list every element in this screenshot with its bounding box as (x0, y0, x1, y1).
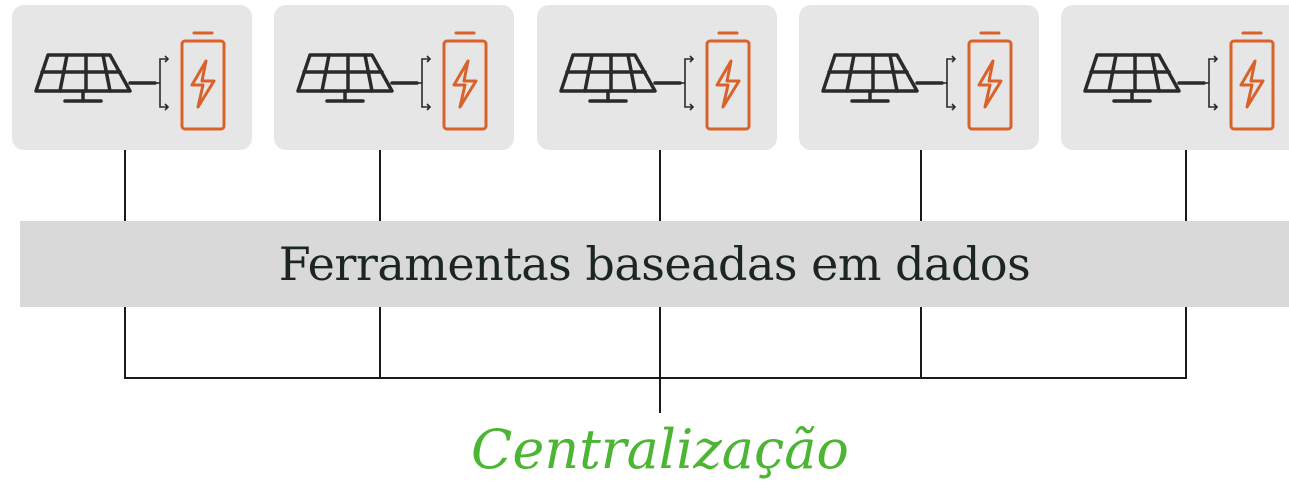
solar-panel-icon (296, 53, 419, 103)
unit-card-5 (1061, 5, 1289, 150)
battery-link-bracket (680, 55, 695, 111)
battery-link-bracket (942, 55, 957, 111)
centralization-label: Centralização (471, 418, 849, 481)
battery-bolt-icon (1229, 31, 1275, 131)
solar-panel-icon (34, 53, 157, 103)
unit-card-4 (799, 5, 1039, 150)
solar-panel-icon (821, 53, 944, 103)
battery-bolt-icon (442, 31, 488, 131)
unit-card-3 (537, 5, 777, 150)
battery-link-bracket (417, 55, 432, 111)
battery-bolt-icon (967, 31, 1013, 131)
battery-bolt-icon (180, 31, 226, 131)
unit-card-1 (12, 5, 252, 150)
battery-link-bracket (1204, 55, 1219, 111)
solar-panel-icon (559, 53, 682, 103)
unit-card-2 (274, 5, 514, 150)
solar-panel-icon (1083, 53, 1206, 103)
banner-label: Ferramentas baseadas em dados (278, 237, 1031, 291)
battery-link-bracket (155, 55, 170, 111)
battery-bolt-icon (705, 31, 751, 131)
data-tools-banner: Ferramentas baseadas em dados (20, 221, 1289, 307)
